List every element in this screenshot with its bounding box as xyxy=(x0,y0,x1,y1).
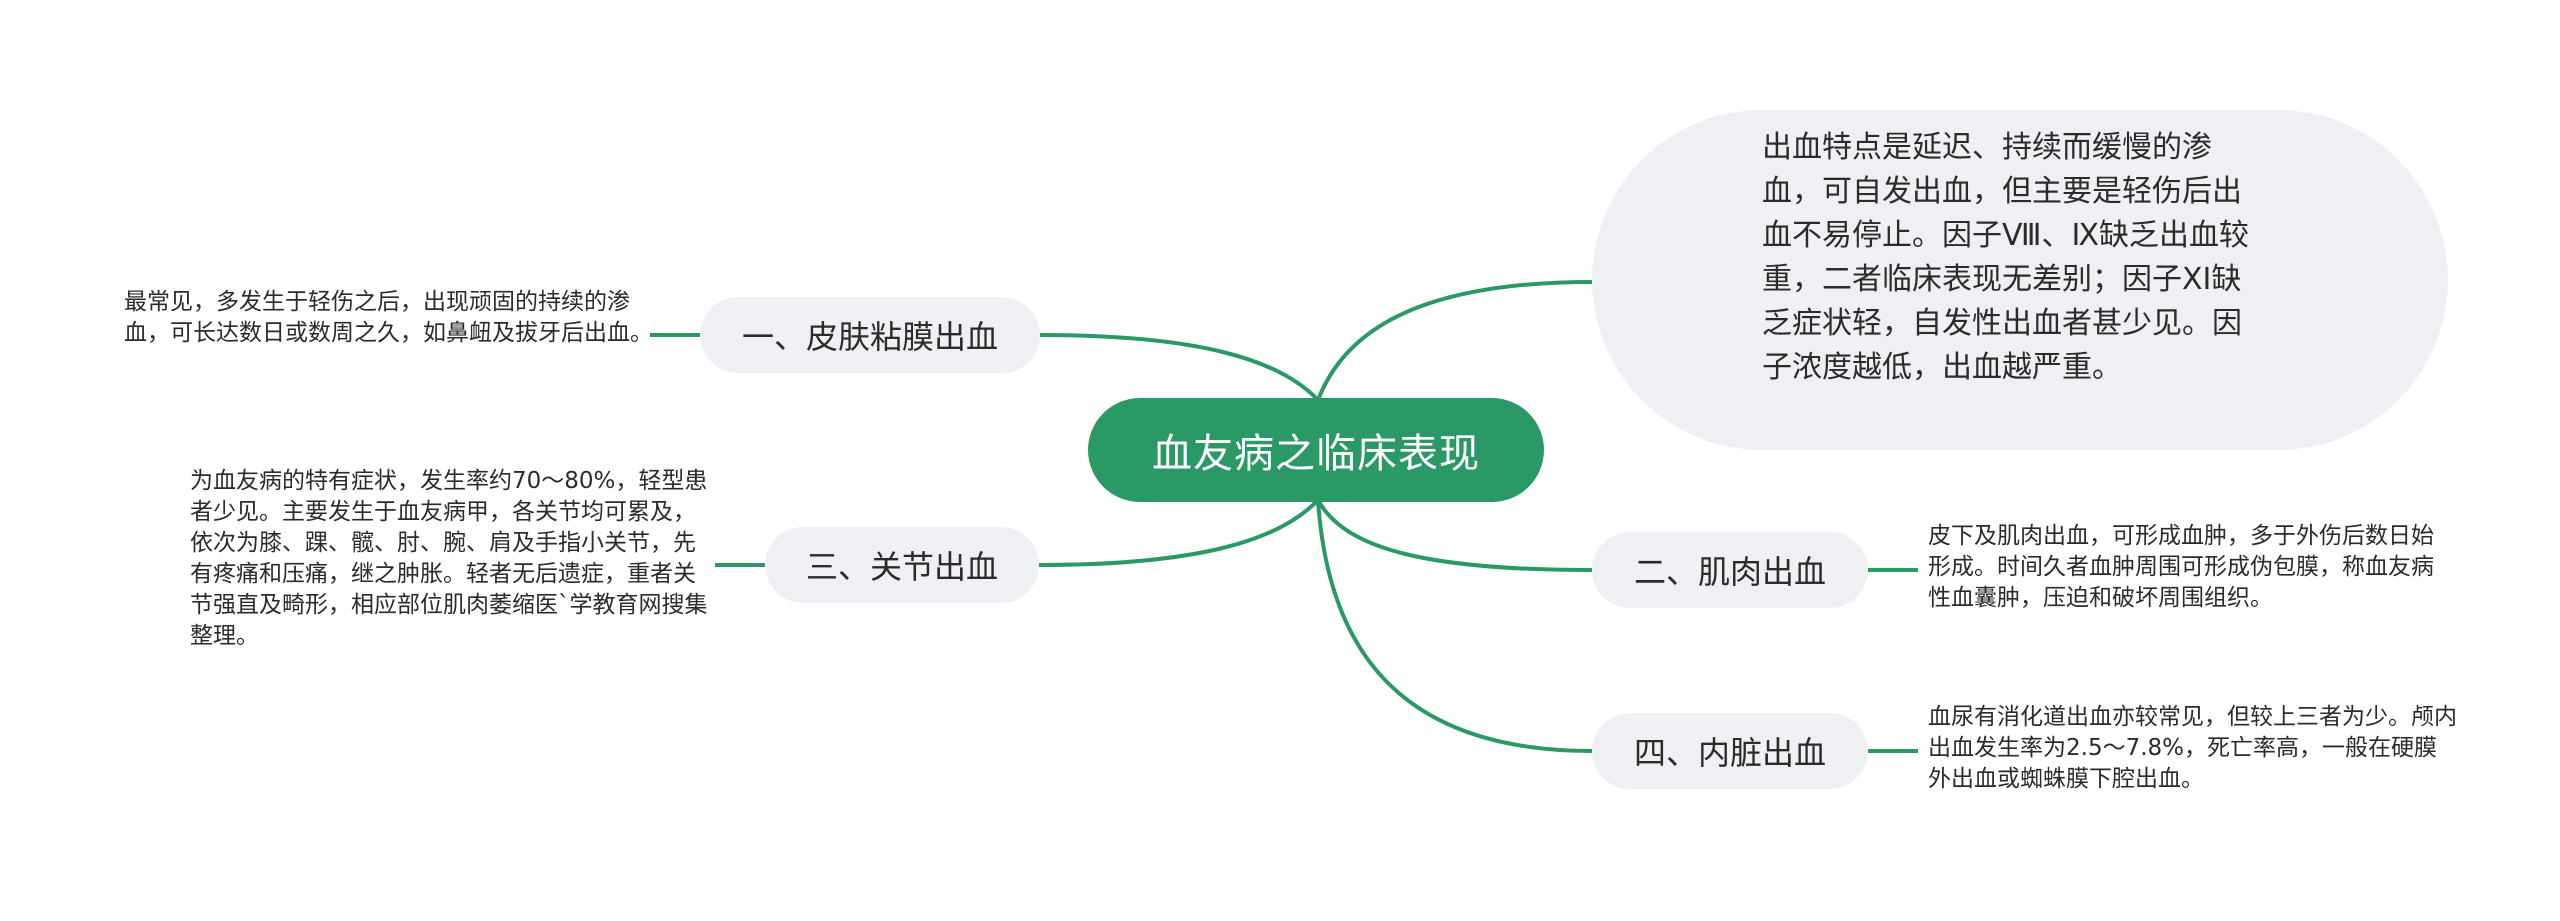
branch-label: 一、皮肤粘膜出血 xyxy=(741,318,998,356)
note-joint: 为血友病的特有症状，发生率约70～80%，轻型患者少见。主要发生于血友病甲，各关… xyxy=(190,468,708,649)
branch-label: 三、关节出血 xyxy=(805,548,998,586)
top-note-text: 出血特点是延迟、持续而缓慢的渗血，可自发出血，但主要是轻伤后出血不易停止。因子Ⅷ… xyxy=(1762,130,2250,385)
branch-muscle[interactable]: 二、肌肉出血 xyxy=(1592,532,1868,608)
connector-root-to-joint xyxy=(1038,498,1320,567)
connector-root-to-muscle xyxy=(1316,499,1593,572)
branch-skin-mucosa[interactable]: 一、皮肤粘膜出血 xyxy=(700,297,1040,373)
branch-joint[interactable]: 三、关节出血 xyxy=(765,527,1039,603)
root-node[interactable]: 血友病之临床表现 xyxy=(1088,398,1544,502)
top-note-bubble[interactable]: 出血特点是延迟、持续而缓慢的渗血，可自发出血，但主要是轻伤后出血不易停止。因子Ⅷ… xyxy=(1592,110,2448,450)
connector-root-to-skin xyxy=(1039,333,1320,402)
root-label: 血友病之临床表现 xyxy=(1152,431,1480,477)
branch-label: 四、内脏出血 xyxy=(1633,734,1826,772)
branch-label: 二、肌肉出血 xyxy=(1633,553,1826,591)
note-skin-mucosa: 最常见，多发生于轻伤之后，出现顽固的持续的渗血，可长达数日或数周之久，如鼻衄及拔… xyxy=(124,289,653,346)
note-muscle: 皮下及肌肉出血，可形成血肿，多于外伤后数日始形成。时间久者血肿周围可形成伪包膜，… xyxy=(1928,523,2434,611)
connector-root-to-top-note xyxy=(1316,280,1593,401)
branch-internal-organ[interactable]: 四、内脏出血 xyxy=(1592,713,1868,789)
note-internal-organ: 血尿有消化道出血亦较常见，但较上三者为少。颅内出血发生率为2.5～7.8%，死亡… xyxy=(1928,704,2457,792)
connector-root-to-organ xyxy=(1316,499,1593,753)
